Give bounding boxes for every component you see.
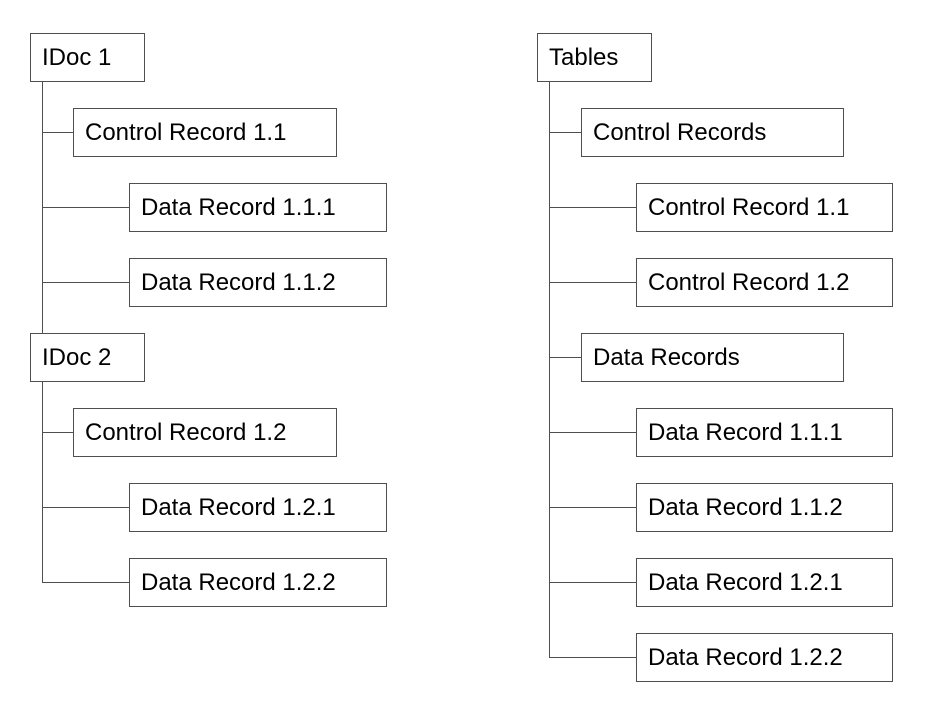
- connector-stub: [42, 432, 73, 433]
- connector-stub: [549, 207, 636, 208]
- node-tbl-control-record-1-2: Control Record 1.2: [636, 258, 893, 307]
- node-tbl-control-record-1-1: Control Record 1.1: [636, 183, 893, 232]
- connector-stub: [549, 582, 636, 583]
- node-data-record-1-2-2: Data Record 1.2.2: [129, 558, 387, 607]
- node-control-records: Control Records: [581, 108, 844, 157]
- node-data-records: Data Records: [581, 333, 844, 382]
- connector-trunk-idoc2: [42, 382, 43, 582]
- connector-stub: [42, 132, 73, 133]
- connector-stub: [549, 132, 581, 133]
- node-idoc-2: IDoc 2: [30, 333, 145, 382]
- node-control-record-1-1: Control Record 1.1: [73, 108, 337, 157]
- node-idoc-1: IDoc 1: [30, 33, 145, 82]
- connector-trunk-tables: [549, 82, 550, 657]
- node-tables: Tables: [537, 33, 652, 82]
- node-tbl-data-record-1-1-1: Data Record 1.1.1: [636, 408, 893, 457]
- node-tbl-data-record-1-2-2: Data Record 1.2.2: [636, 633, 893, 682]
- node-data-record-1-1-1: Data Record 1.1.1: [129, 183, 387, 232]
- node-control-record-1-2: Control Record 1.2: [73, 408, 337, 457]
- node-tbl-data-record-1-1-2: Data Record 1.1.2: [636, 483, 893, 532]
- connector-stub: [42, 582, 129, 583]
- node-data-record-1-2-1: Data Record 1.2.1: [129, 483, 387, 532]
- connector-stub: [42, 207, 129, 208]
- connector-stub: [549, 507, 636, 508]
- connector-stub: [549, 282, 636, 283]
- connector-stub: [549, 432, 636, 433]
- node-tbl-data-record-1-2-1: Data Record 1.2.1: [636, 558, 893, 607]
- connector-stub: [42, 282, 129, 283]
- node-data-record-1-1-2: Data Record 1.1.2: [129, 258, 387, 307]
- connector-stub: [549, 657, 636, 658]
- connector-stub: [549, 357, 581, 358]
- connector-stub: [42, 507, 129, 508]
